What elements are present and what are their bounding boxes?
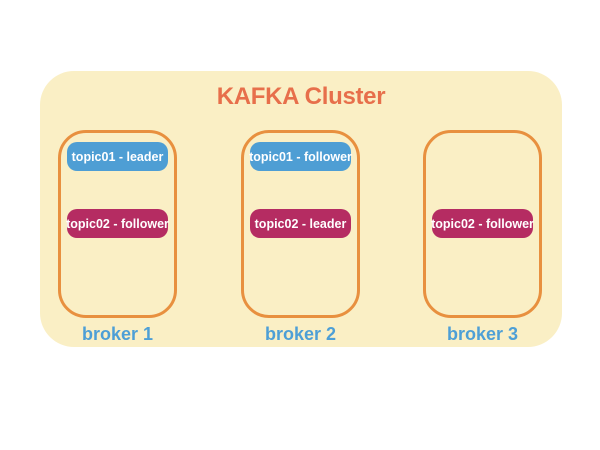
broker-2-label: broker 2 xyxy=(264,324,337,344)
broker-1-label: broker 1 xyxy=(81,324,154,344)
broker-3-label: broker 3 xyxy=(446,324,519,344)
broker3-topic02-badge: topic02 - follower xyxy=(431,209,534,238)
broker-2-box: topic01 - follower topic02 - leader xyxy=(241,130,360,318)
broker-3-box: topic02 - follower xyxy=(423,130,542,318)
broker-1-box: topic01 - leader topic02 - follower xyxy=(58,130,177,318)
cluster-title: KAFKA Cluster xyxy=(216,83,386,110)
broker2-topic02-badge: topic02 - leader xyxy=(250,209,351,238)
broker1-topic01-badge: topic01 - leader xyxy=(67,142,168,171)
broker2-topic01-badge: topic01 - follower xyxy=(249,142,352,171)
kafka-cluster-container: KAFKA Cluster topic01 - leader topic02 -… xyxy=(40,71,562,347)
broker1-topic02-badge: topic02 - follower xyxy=(66,209,169,238)
